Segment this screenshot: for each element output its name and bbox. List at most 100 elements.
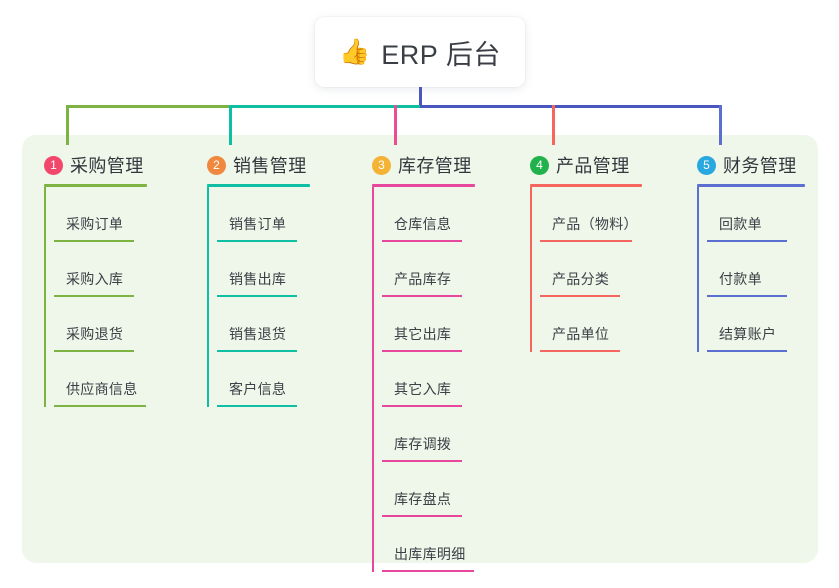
leaf-label: 供应商信息: [66, 381, 138, 397]
leaf-item[interactable]: 回款单: [707, 187, 787, 242]
leaf-item[interactable]: 销售出库: [217, 242, 297, 297]
branch-header-3[interactable]: 3 库存管理: [372, 152, 475, 178]
leaf-underline: [382, 295, 462, 297]
branch-underline-3: [372, 184, 475, 187]
leaf-item[interactable]: 销售订单: [217, 187, 297, 242]
root-title: ERP 后台: [381, 39, 501, 70]
branch-badge-5: 5: [697, 155, 716, 175]
leaf-item[interactable]: 采购入库: [54, 242, 134, 297]
leaf-item[interactable]: 结算账户: [707, 297, 787, 352]
leaf-item[interactable]: 销售退货: [217, 297, 297, 352]
leaf-underline: [54, 350, 134, 352]
leaf-underline: [217, 405, 297, 407]
leaf-label: 其它出库: [394, 326, 452, 342]
branch-title-1: 采购管理: [70, 156, 144, 176]
branch-title-2: 销售管理: [233, 156, 307, 176]
leaf-item[interactable]: 其它出库: [382, 297, 462, 352]
leaf-label: 销售订单: [229, 216, 287, 232]
leaf-label: 结算账户: [719, 326, 777, 342]
leaf-label: 客户信息: [229, 381, 287, 397]
leaf-underline: [540, 240, 632, 242]
leaf-label: 出库库明细: [394, 546, 466, 562]
branch-items-5: 回款单付款单结算账户: [697, 187, 805, 352]
leaf-underline: [382, 515, 462, 517]
leaf-item[interactable]: 采购退货: [54, 297, 134, 352]
leaf-underline: [217, 240, 297, 242]
leaf-item[interactable]: 产品（物料）: [540, 187, 638, 242]
leaf-underline: [707, 295, 787, 297]
branch-drop-connector-2: [229, 105, 232, 145]
leaf-label: 产品（物料）: [552, 216, 638, 232]
leaf-item[interactable]: 出库库明细: [382, 517, 474, 572]
branch-items-4: 产品（物料） 产品分类产品单位: [530, 187, 642, 352]
leaf-item[interactable]: 采购订单: [54, 187, 134, 242]
leaf-label: 回款单: [719, 216, 762, 232]
branch-drop-connector-1: [66, 105, 69, 145]
branch-spine-4: [530, 187, 532, 352]
leaf-label: 产品库存: [394, 271, 452, 287]
branch-1[interactable]: 1 采购管理采购订单采购入库采购退货供应商信息: [44, 152, 147, 407]
leaf-label: 产品单位: [552, 326, 610, 342]
branch-badge-4: 4: [530, 155, 549, 175]
leaf-item[interactable]: 其它入库: [382, 352, 462, 407]
leaf-item[interactable]: 供应商信息: [54, 352, 146, 407]
leaf-item[interactable]: 产品单位: [540, 297, 620, 352]
horizontal-connector-segment-2: [229, 105, 423, 108]
branch-underline-2: [207, 184, 310, 187]
leaf-underline: [707, 350, 787, 352]
leaf-underline: [54, 240, 134, 242]
leaf-underline: [382, 570, 474, 572]
leaf-label: 付款单: [719, 271, 762, 287]
branch-drop-connector-3: [394, 105, 397, 145]
root-node[interactable]: 👍 ERP 后台: [315, 17, 525, 87]
branch-3[interactable]: 3 库存管理仓库信息产品库存其它出库其它入库库存调拨库存盘点出库库明细: [372, 152, 475, 572]
branch-spine-5: [697, 187, 699, 352]
branch-underline-4: [530, 184, 642, 187]
leaf-item[interactable]: 产品分类: [540, 242, 620, 297]
branch-underline-5: [697, 184, 805, 187]
branch-drop-connector-4: [552, 105, 555, 145]
branch-header-2[interactable]: 2 销售管理: [207, 152, 310, 178]
branch-drop-connector-5: [719, 105, 722, 145]
leaf-underline: [382, 460, 462, 462]
branch-badge-3: 3: [372, 155, 391, 175]
leaf-label: 库存调拨: [394, 436, 452, 452]
leaf-label: 采购退货: [66, 326, 124, 342]
branch-items-1: 采购订单采购入库采购退货供应商信息: [44, 187, 147, 407]
branch-badge-2: 2: [207, 155, 226, 175]
leaf-label: 采购订单: [66, 216, 124, 232]
leaf-label: 产品分类: [552, 271, 610, 287]
leaf-underline: [382, 240, 462, 242]
leaf-underline: [382, 350, 462, 352]
branch-underline-1: [44, 184, 147, 187]
branch-title-3: 库存管理: [398, 156, 472, 176]
leaf-item[interactable]: 仓库信息: [382, 187, 462, 242]
branch-badge-1: 1: [44, 155, 63, 175]
leaf-label: 库存盘点: [394, 491, 452, 507]
leaf-item[interactable]: 产品库存: [382, 242, 462, 297]
branch-spine-3: [372, 187, 374, 572]
leaf-underline: [54, 295, 134, 297]
leaf-item[interactable]: 库存调拨: [382, 407, 462, 462]
root-stem-connector: [419, 85, 422, 108]
leaf-underline: [382, 405, 462, 407]
leaf-label: 采购入库: [66, 271, 124, 287]
leaf-item[interactable]: 库存盘点: [382, 462, 462, 517]
leaf-item[interactable]: 客户信息: [217, 352, 297, 407]
branch-items-3: 仓库信息产品库存其它出库其它入库库存调拨库存盘点出库库明细: [372, 187, 475, 572]
leaf-label: 销售退货: [229, 326, 287, 342]
leaf-item[interactable]: 付款单: [707, 242, 787, 297]
branch-spine-2: [207, 187, 209, 407]
leaf-underline: [707, 240, 787, 242]
branch-2[interactable]: 2 销售管理销售订单销售出库销售退货客户信息: [207, 152, 310, 407]
branch-items-2: 销售订单销售出库销售退货客户信息: [207, 187, 310, 407]
leaf-underline: [540, 295, 620, 297]
branch-header-1[interactable]: 1 采购管理: [44, 152, 147, 178]
horizontal-connector-segment-1: [66, 105, 232, 108]
leaf-underline: [217, 295, 297, 297]
leaf-label: 销售出库: [229, 271, 287, 287]
